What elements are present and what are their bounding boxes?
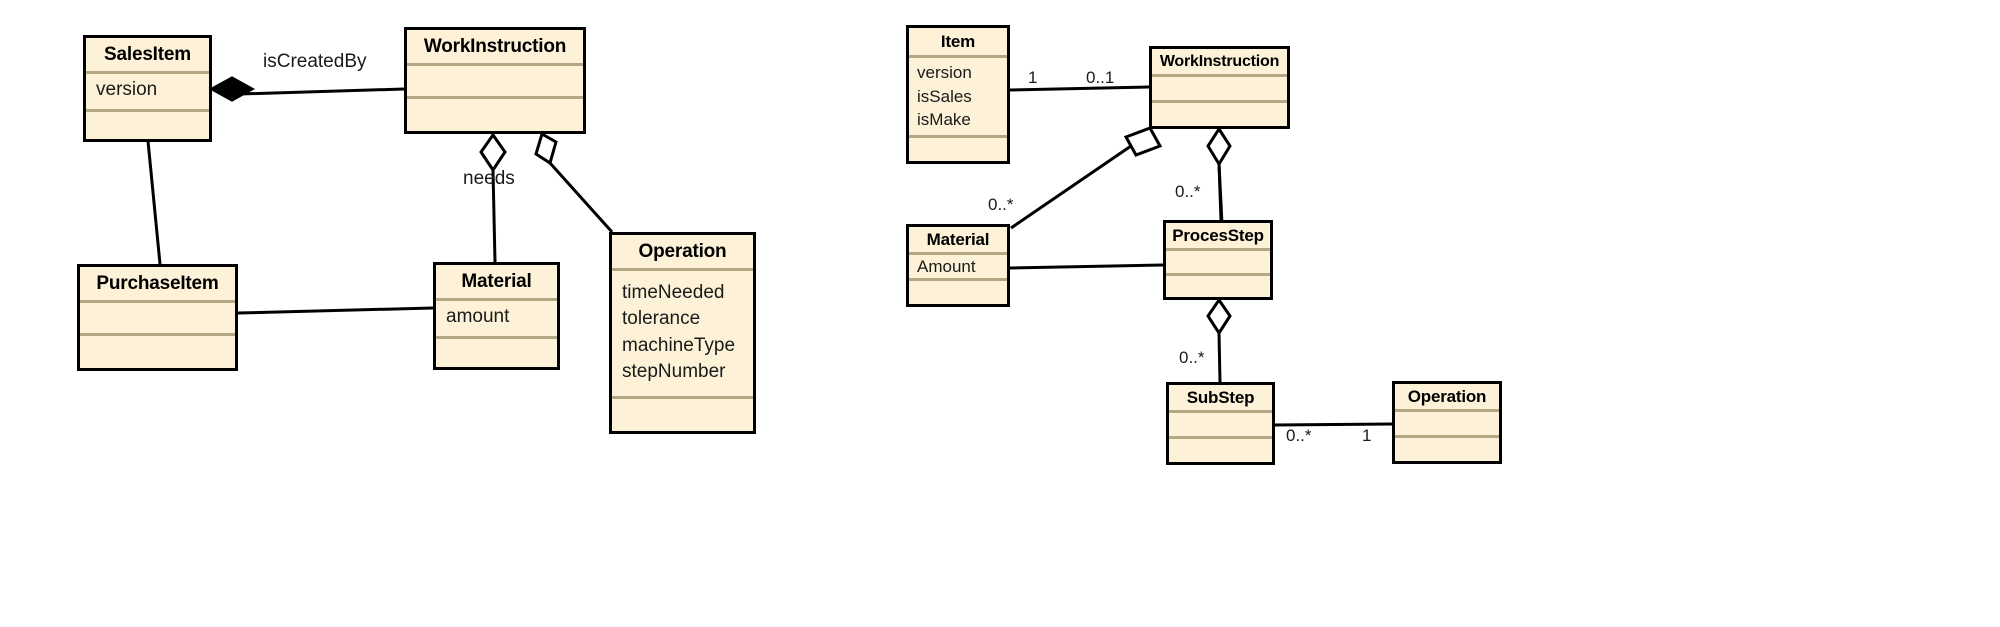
class-operations-substep	[1169, 439, 1272, 462]
class-box-material-left[interactable]: Material amount	[433, 262, 560, 370]
class-box-purchaseitem[interactable]: PurchaseItem	[77, 264, 238, 371]
aggregation-diamond-hollow	[1206, 126, 1232, 167]
class-operations-salesitem	[86, 112, 209, 139]
edge-label-iscreatedby: isCreatedBy	[263, 51, 367, 72]
edge-workinstruction-material-right	[1010, 126, 1163, 230]
class-attributes-operation-right	[1395, 412, 1499, 438]
class-name-operation: Operation	[612, 235, 753, 271]
class-name-purchaseitem: PurchaseItem	[80, 267, 235, 303]
class-attributes-substep	[1169, 413, 1272, 439]
attribute: isMake	[917, 110, 971, 130]
edge-label-needs: needs	[463, 168, 515, 189]
edge-workinstruction-operation	[534, 131, 614, 234]
class-box-item[interactable]: Item version isSales isMake	[906, 25, 1010, 164]
class-attributes-material-right: Amount	[909, 255, 1007, 281]
class-operations-workinstruction	[407, 99, 583, 131]
class-name-operation-right: Operation	[1395, 384, 1499, 412]
class-attributes-salesitem: version	[86, 74, 209, 112]
class-operations-workinstruction-right	[1152, 103, 1287, 126]
attribute: version	[96, 79, 158, 101]
multiplicity-item-workinstruction-near: 1	[1028, 68, 1038, 87]
edge-material-processtep	[1009, 263, 1164, 270]
class-operations-item	[909, 138, 1007, 161]
multiplicity-processtep-substep: 0..*	[1179, 348, 1205, 367]
class-name-item: Item	[909, 28, 1007, 58]
class-attributes-material: amount	[436, 301, 557, 339]
class-name-salesitem: SalesItem	[86, 38, 209, 74]
class-attributes-workinstruction	[407, 66, 583, 99]
edge-workinstruction-processtep	[1206, 126, 1232, 221]
attribute: machineType	[622, 334, 736, 356]
class-box-workinstruction-left[interactable]: WorkInstruction	[404, 27, 586, 134]
class-name-processtep: ProcesStep	[1166, 223, 1270, 251]
class-name-substep: SubStep	[1169, 385, 1272, 413]
class-name-workinstruction-right: WorkInstruction	[1152, 49, 1287, 77]
edge-processtep-substep	[1206, 297, 1232, 383]
class-operations-material	[436, 339, 557, 367]
class-operations-purchaseitem	[80, 336, 235, 368]
class-attributes-item: version isSales isMake	[909, 58, 1007, 138]
composition-diamond-filled	[208, 76, 256, 102]
class-attributes-processtep	[1166, 251, 1270, 276]
class-attributes-workinstruction-right	[1152, 77, 1287, 103]
attribute: amount	[446, 306, 510, 328]
attribute: version	[917, 63, 972, 83]
class-box-substep[interactable]: SubStep	[1166, 382, 1275, 465]
class-name-material: Material	[436, 265, 557, 301]
edge-salesitem-purchaseitem	[146, 140, 162, 265]
attribute: Amount	[917, 256, 976, 276]
class-attributes-operation: timeNeeded tolerance machineType stepNum…	[612, 271, 753, 399]
edge-workinstruction-material	[479, 132, 507, 263]
class-name-workinstruction: WorkInstruction	[407, 30, 583, 66]
edge-substep-operation	[1274, 422, 1393, 427]
multiplicity-item-workinstruction-far: 0..1	[1086, 68, 1115, 87]
class-box-processtep[interactable]: ProcesStep	[1163, 220, 1273, 300]
multiplicity-substep-operation: 0..*	[1286, 426, 1312, 445]
edge-item-material	[1217, 163, 1224, 225]
attribute: tolerance	[622, 308, 701, 330]
class-box-salesitem[interactable]: SalesItem version	[83, 35, 212, 142]
multiplicity-operation-substep: 1	[1362, 426, 1372, 445]
multiplicity-workinstruction-material: 0..*	[988, 195, 1014, 214]
multiplicity-workinstruction-processtep: 0..*	[1175, 182, 1201, 201]
class-attributes-purchaseitem	[80, 303, 235, 336]
attribute: isSales	[917, 86, 972, 106]
class-operations-operation-right	[1395, 438, 1499, 461]
class-box-material-right[interactable]: Material Amount	[906, 224, 1010, 307]
class-box-operation-left[interactable]: Operation timeNeeded tolerance machineTy…	[609, 232, 756, 434]
class-operations-processtep	[1166, 276, 1270, 297]
class-box-workinstruction-right[interactable]: WorkInstruction	[1149, 46, 1290, 129]
attribute: timeNeeded	[622, 282, 725, 304]
attribute: stepNumber	[622, 360, 726, 382]
class-operations-operation	[612, 399, 753, 431]
aggregation-diamond-hollow	[534, 131, 558, 166]
edge-purchaseitem-material	[237, 306, 434, 315]
edge-salesitem-workinstruction	[208, 76, 405, 102]
class-operations-material-right	[909, 281, 1007, 304]
aggregation-diamond-hollow	[1123, 126, 1163, 157]
aggregation-diamond-hollow	[1206, 297, 1232, 336]
aggregation-diamond-hollow	[479, 132, 507, 173]
class-name-material-right: Material	[909, 227, 1007, 255]
class-box-operation-right[interactable]: Operation	[1392, 381, 1502, 464]
